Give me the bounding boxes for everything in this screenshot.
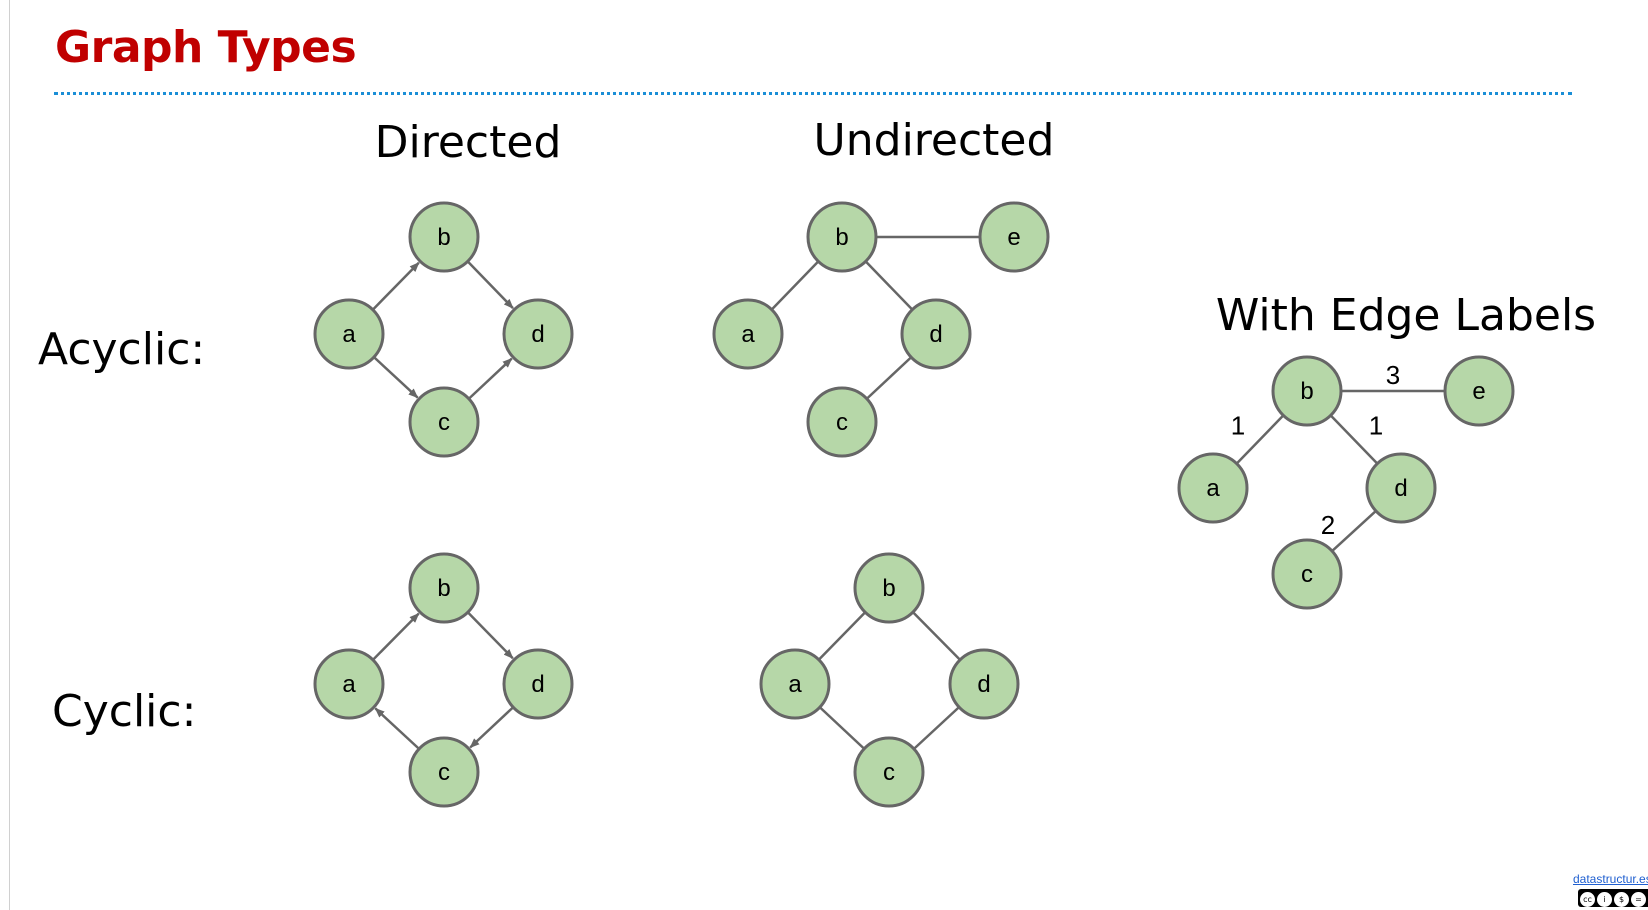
node-b [408,552,480,624]
node-e [1443,355,1515,427]
row-label-acyclic: Acyclic: [38,324,205,375]
node-d [1365,452,1437,524]
edge-label-b-e: 3 [1386,360,1400,390]
edge-c-a [374,707,420,750]
node-c [1271,538,1343,610]
node-label-e: e [1007,224,1020,251]
node-c [806,386,878,458]
node-d [948,648,1020,720]
edge-a-b [770,260,820,311]
edge-a-b [372,612,420,661]
node-label-c: c [438,409,450,436]
edge-b-d [864,260,914,311]
edge-c-d [1331,510,1377,552]
edge-a-c [373,356,419,399]
node-label-d: d [531,321,544,348]
node-b [408,201,480,273]
node-a [1177,452,1249,524]
node-label-c: c [883,759,895,786]
node-c [853,736,925,808]
node-label-b: b [882,575,895,602]
node-label-c: c [438,759,450,786]
node-label-b: b [1300,378,1313,405]
node-label-a: a [342,671,356,698]
node-a [313,648,385,720]
node-label-c: c [1301,561,1313,588]
graph-directed-acyclic: a b c d [313,201,574,458]
edge-d-c [469,706,515,749]
node-c [408,386,480,458]
column-header-undirected: Undirected [814,115,1055,166]
edge-label-b-d: 1 [1369,411,1383,441]
edge-labels-heading: With Edge Labels [1216,290,1596,341]
node-label-d: d [1394,475,1407,502]
node-b [853,552,925,624]
node-label-b: b [437,224,450,251]
node-d [900,298,972,370]
left-margin-rule [9,0,10,910]
node-label-a: a [342,321,356,348]
edge-label-c-d: 2 [1321,510,1335,540]
page-title: Graph Types [55,22,357,73]
edge-b-d [466,260,514,310]
node-label-d: d [929,321,942,348]
node-a [759,648,831,720]
edge-b-d [912,611,961,661]
title-divider [54,92,1572,95]
edge-a-c [818,706,866,750]
node-d [502,648,574,720]
node-b [1271,355,1343,427]
edge-a-b [371,261,420,311]
node-a [313,298,385,370]
graph-undirected-cyclic: a b c d [759,552,1020,808]
edge-label-a-b: 1 [1231,411,1245,441]
node-e [978,201,1050,273]
node-label-d: d [531,671,544,698]
node-label-a: a [1206,475,1220,502]
node-label-e: e [1472,378,1485,405]
edge-a-b [817,611,867,661]
node-c [408,736,480,808]
node-label-c: c [836,409,848,436]
edge-b-d [466,611,514,660]
column-header-directed: Directed [375,117,562,168]
edge-c-d [865,356,913,400]
node-label-b: b [437,575,450,602]
edge-a-b [1235,414,1285,465]
graph-undirected-acyclic: a b c d e [712,201,1050,458]
node-label-a: a [788,671,802,698]
node-label-a: a [741,321,755,348]
graph-directed-cyclic: a b c d [313,552,574,808]
node-label-d: d [977,671,990,698]
node-b [806,201,878,273]
edge-b-d [1329,414,1379,465]
node-a [712,298,784,370]
footer-link[interactable]: datastructur.es [1573,872,1648,886]
node-d [502,298,574,370]
node-label-b: b [835,224,848,251]
edge-c-d [467,357,513,400]
edge-c-d [913,706,960,750]
row-label-cyclic: Cyclic: [52,686,196,737]
